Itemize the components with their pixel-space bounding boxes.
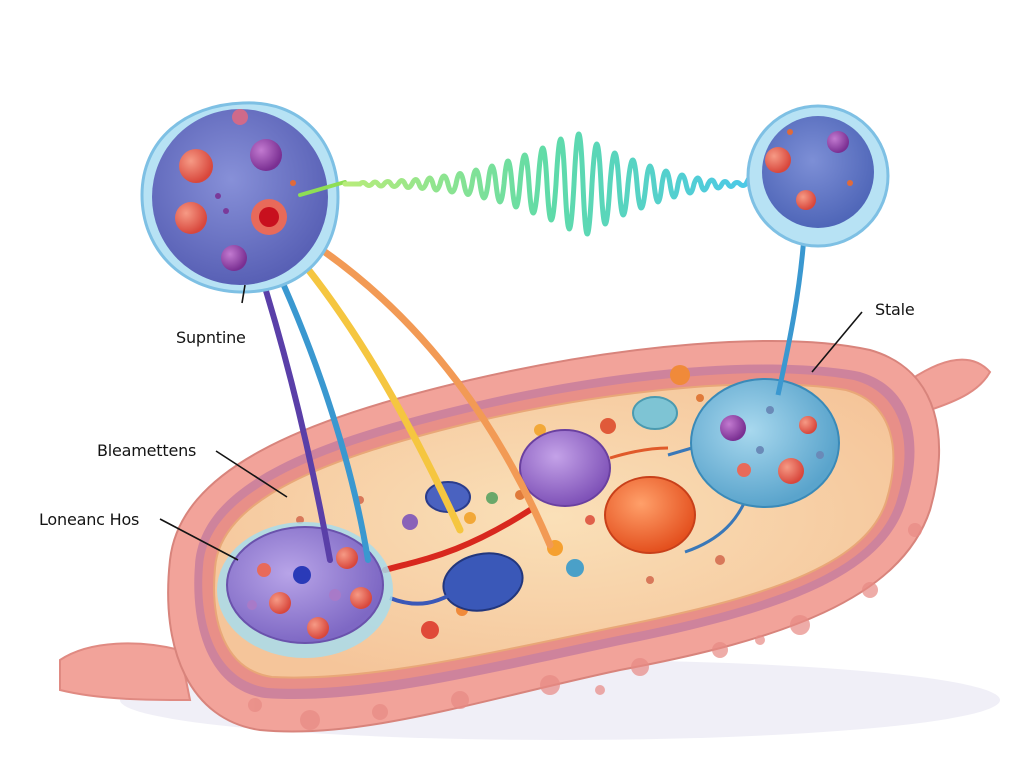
leader-loneanc-hos [159, 518, 239, 561]
organelle-blue-capsule [442, 552, 524, 612]
organelle-small-teal [632, 396, 678, 430]
organelle-purple [519, 429, 611, 507]
large-cell [59, 340, 992, 733]
label-bleamettens: Bleamettens [97, 441, 197, 460]
leader-supntine [241, 284, 246, 304]
cell-projection-left [59, 642, 192, 702]
nucleus-left [217, 522, 393, 658]
label-supntine: Supntine [176, 328, 246, 347]
nucleus-right [690, 378, 840, 508]
organelle-orange [604, 476, 696, 554]
signaling-cell-left [140, 101, 340, 294]
surface-bumps [248, 523, 922, 730]
label-stale: Stale [875, 300, 915, 319]
leader-lines [159, 284, 863, 561]
signal-wave [342, 131, 755, 237]
signal-fiber-right [775, 235, 807, 396]
label-loneanc-hos: Loneanc Hos [39, 510, 140, 529]
signaling-cell-right [746, 104, 890, 248]
leader-bleamettens [215, 450, 288, 498]
cell-projection-right [908, 358, 992, 412]
leader-stale [811, 311, 863, 373]
